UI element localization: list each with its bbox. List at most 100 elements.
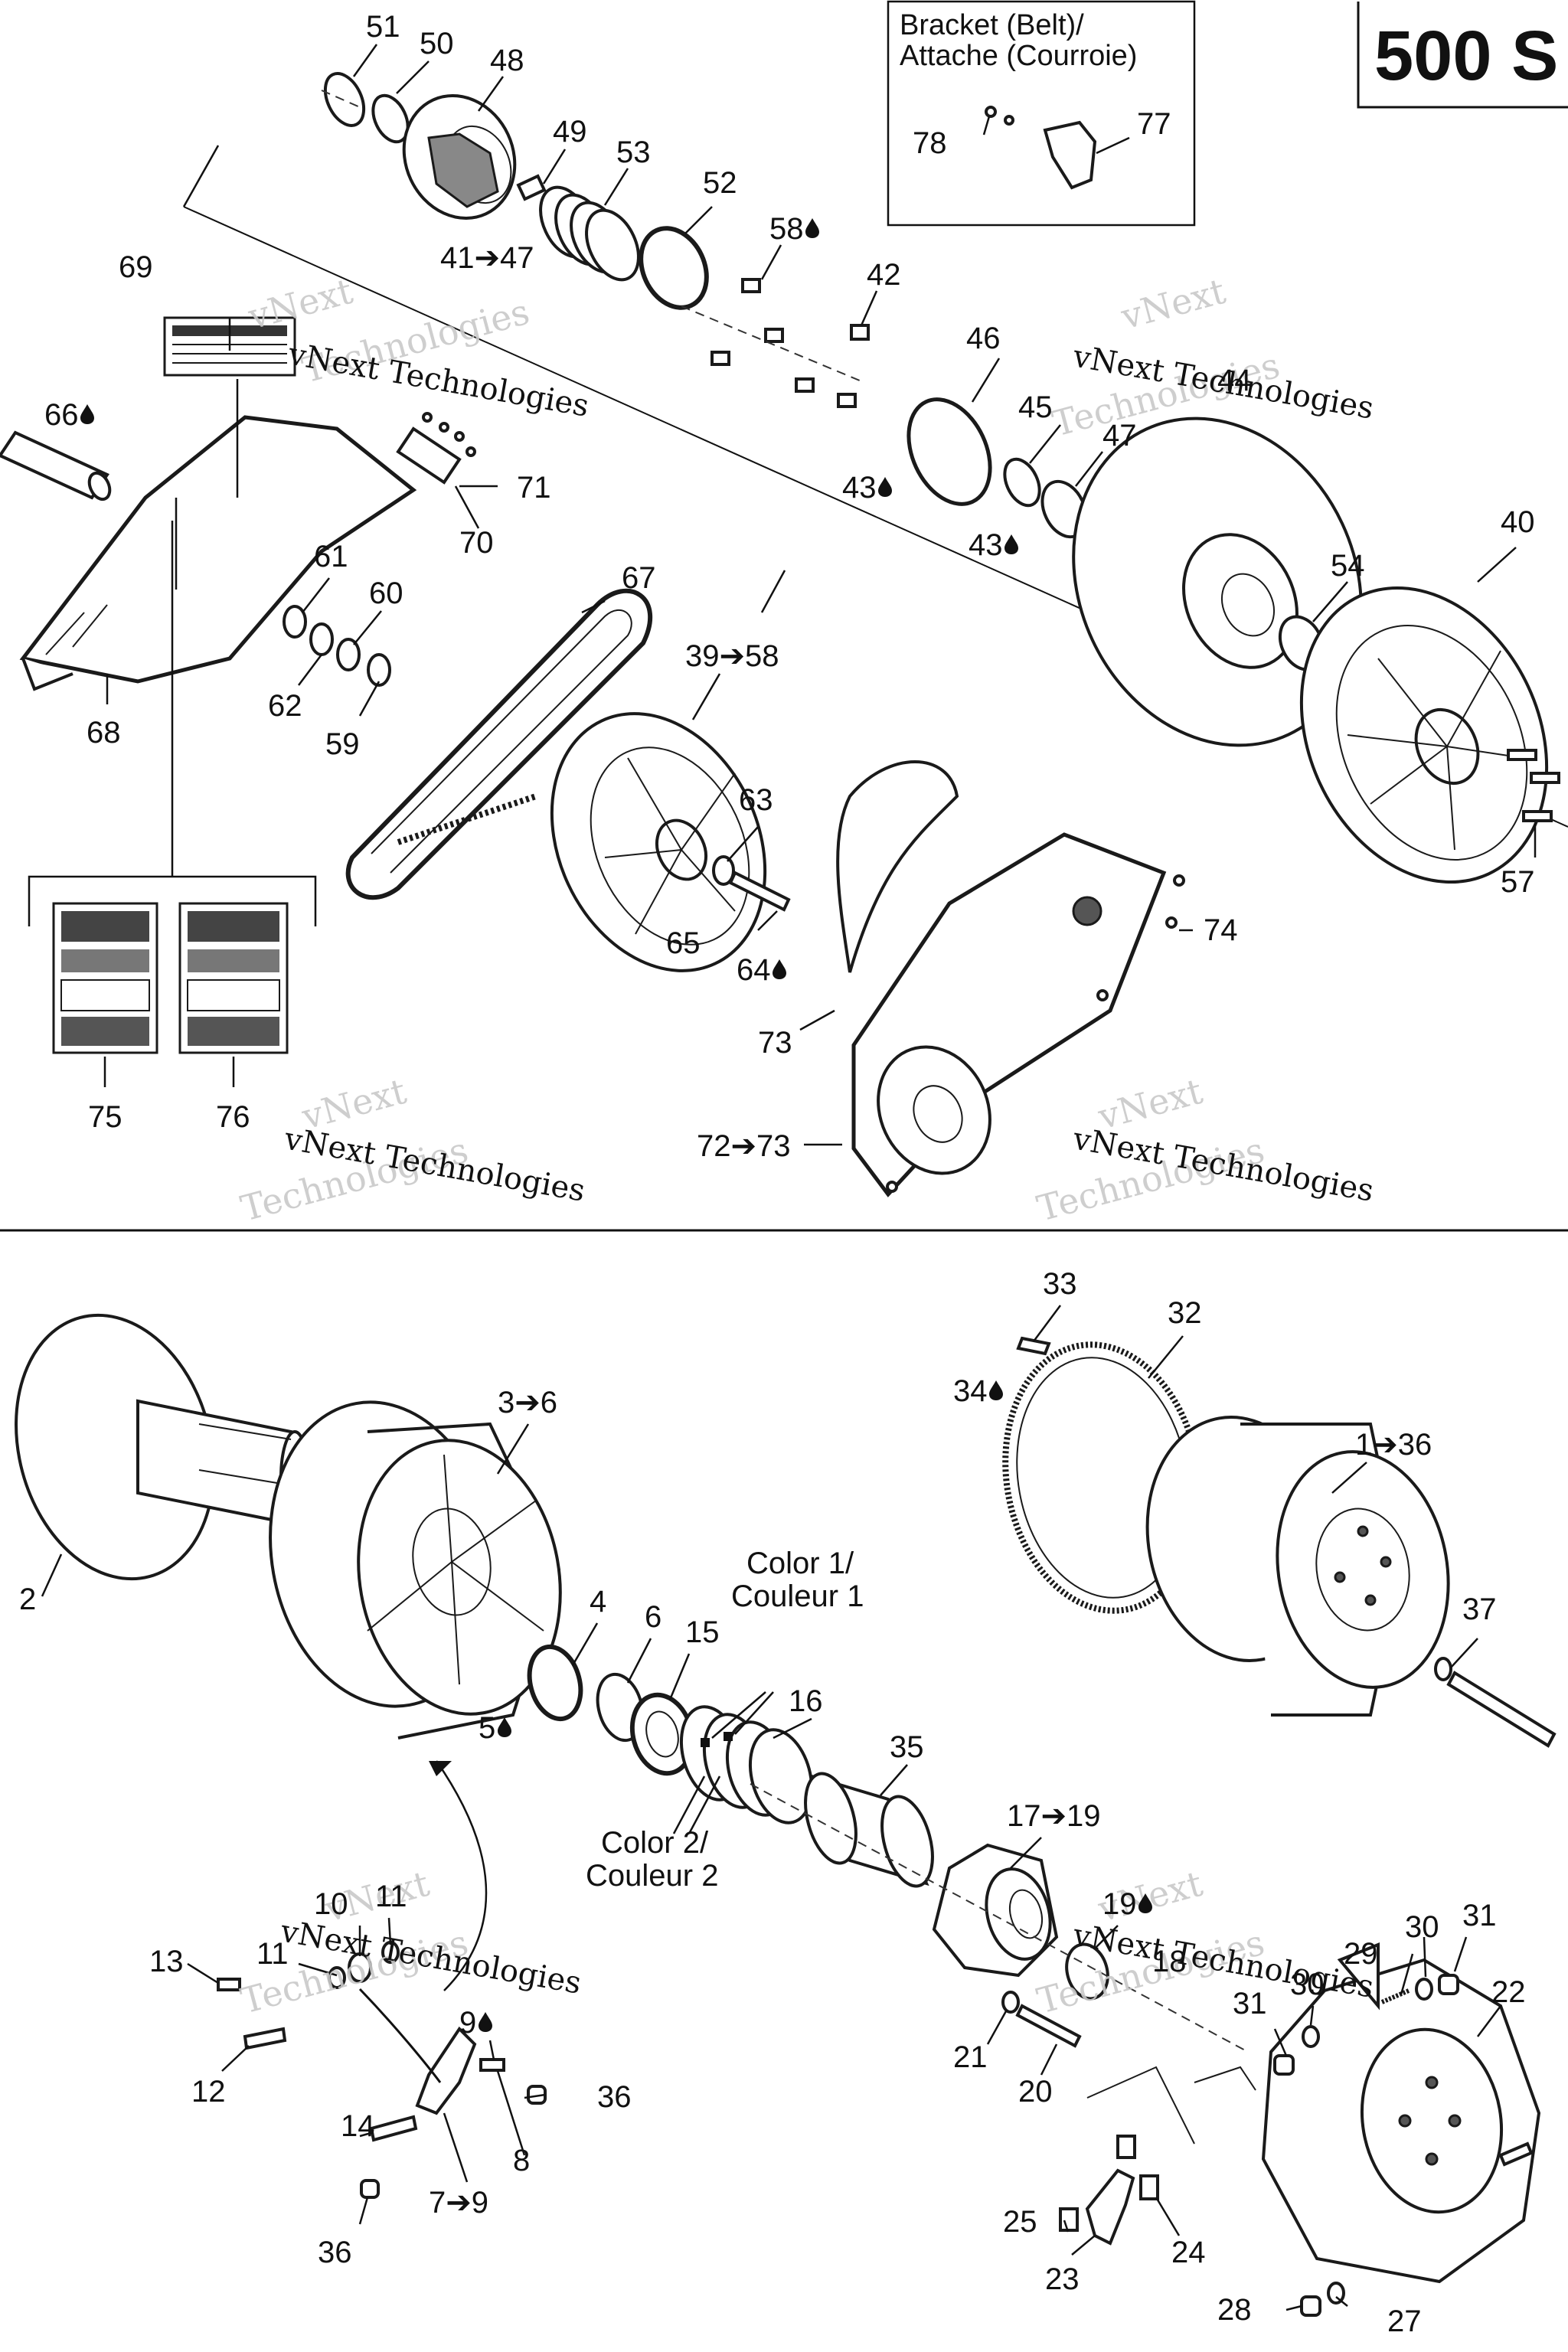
part-78-nut	[1004, 115, 1014, 126]
oil-drop-icon	[805, 218, 819, 238]
callout-31: 31	[1462, 1899, 1497, 1932]
callout-28: 28	[1217, 2293, 1252, 2327]
callout-8: 8	[513, 2144, 530, 2177]
roller-group	[217, 1760, 547, 2199]
callout-45: 45	[1018, 390, 1053, 424]
part-45-sleeve	[906, 397, 992, 506]
part-23-lever	[1085, 2168, 1135, 2246]
callout-75: 75	[88, 1100, 122, 1134]
callout-47: 47	[1102, 419, 1137, 452]
callout-44: 44	[1217, 364, 1252, 397]
callout-21: 21	[953, 2040, 988, 2074]
callout-46: 46	[966, 322, 1001, 355]
callout-7-9: 7➔9	[429, 2186, 488, 2220]
part-42-screws	[710, 278, 857, 408]
color1-label-line2: Couleur 1	[731, 1579, 864, 1613]
part-1-drive-pulley-assembly	[1145, 1416, 1450, 1717]
part-28-nut	[1300, 2295, 1321, 2317]
callout-48: 48	[490, 44, 524, 77]
callout-33: 33	[1043, 1267, 1077, 1301]
callout-16: 16	[789, 1684, 823, 1718]
oil-drop-icon	[1004, 534, 1018, 554]
part-57-pin	[1507, 749, 1537, 761]
part-60-washer	[336, 638, 361, 671]
callout-37: 37	[1462, 1592, 1497, 1626]
callout-69: 69	[119, 250, 153, 284]
callout-65: 65	[666, 926, 701, 960]
oil-drop-icon	[989, 1380, 1003, 1400]
callout-67: 67	[622, 561, 656, 595]
bracket-title-line2: Attache (Courroie)	[900, 40, 1137, 72]
part-18-bushing	[1065, 1942, 1109, 2001]
part-2-fixed-sheave	[15, 1313, 310, 1581]
part-53-spring	[539, 185, 640, 282]
part-62-washer	[309, 622, 334, 656]
part-50-washer	[371, 93, 410, 144]
callout-18: 18	[1152, 1945, 1187, 1978]
callout-50: 50	[420, 27, 454, 60]
callout-31: 31	[1233, 1987, 1267, 2020]
callout-74: 74	[1204, 913, 1238, 947]
callout-30: 30	[1290, 1968, 1325, 2001]
bracket-title-line1: Bracket (Belt)/	[900, 9, 1084, 41]
callout-17-19: 17➔19	[1007, 1799, 1101, 1833]
callout-54: 54	[1331, 549, 1365, 583]
callout-43: 43	[842, 471, 877, 505]
part-21-washer	[1001, 1991, 1020, 2014]
callout-3-6: 3➔6	[498, 1386, 557, 1419]
callout-43: 43	[969, 528, 1003, 562]
part-16-spring	[679, 1705, 814, 1824]
part-35-sleeve	[804, 1772, 934, 1888]
callout-9: 9	[459, 2006, 476, 2040]
part-52-o-ring	[639, 226, 709, 310]
callout-15: 15	[685, 1615, 720, 1649]
part-66-drive-shaft	[0, 430, 112, 501]
color2-label-line1: Color 2/	[601, 1826, 709, 1860]
decal-inset	[28, 521, 317, 926]
callout-61: 61	[314, 540, 348, 573]
part-71-screws	[422, 412, 476, 457]
callout-36: 36	[597, 2080, 632, 2114]
callout-39-58: 39➔58	[685, 639, 779, 673]
part-59-washer	[367, 653, 391, 687]
part-64-bolt	[728, 871, 791, 912]
callout-24: 24	[1171, 2236, 1206, 2269]
part-4-bushing	[527, 1644, 583, 1722]
model-title: 500 S	[1374, 17, 1558, 95]
callout-41-47: 41➔47	[440, 241, 534, 275]
svg-text:vNext: vNext	[243, 270, 358, 338]
callout-70: 70	[459, 526, 494, 560]
callout-30: 30	[1405, 1910, 1439, 1944]
callout-bracket-78: 78	[913, 126, 947, 160]
part-13-rivet	[217, 1978, 241, 1991]
color2-label-line2: Couleur 2	[586, 1859, 718, 1893]
callout-11: 11	[375, 1880, 407, 1913]
part-14-pin	[369, 2115, 418, 2142]
callout-4: 4	[590, 1585, 606, 1619]
callout-53: 53	[616, 136, 651, 169]
callout-72-73: 72➔73	[697, 1129, 791, 1163]
callout-51: 51	[366, 10, 400, 44]
part-63-washer	[712, 855, 735, 886]
part-31-nut	[1438, 1974, 1459, 1995]
callout-73: 73	[758, 1026, 792, 1060]
callout-12: 12	[191, 2075, 226, 2109]
part-7-arm	[415, 2026, 477, 2115]
callout-11: 11	[256, 1937, 289, 1971]
oil-drop-icon	[773, 959, 786, 979]
part-33-screw	[1016, 1336, 1051, 1356]
part-49-slider-shoe	[516, 174, 547, 201]
callout-32: 32	[1168, 1296, 1202, 1330]
callout-36: 36	[318, 2236, 352, 2269]
oil-drop-icon	[80, 404, 94, 424]
part-17-spider	[932, 1843, 1059, 1978]
callout-5: 5	[479, 1711, 495, 1745]
callout-66: 66	[44, 398, 79, 432]
oil-drop-icon	[498, 1717, 511, 1737]
part-37-bolt	[1446, 1671, 1557, 1748]
callout-63: 63	[739, 783, 773, 817]
oil-drop-icon	[479, 2012, 492, 2032]
model-title-box: 500 S	[1357, 2, 1568, 109]
callout-64: 64	[737, 953, 771, 987]
svg-text:vNext: vNext	[1116, 270, 1230, 338]
